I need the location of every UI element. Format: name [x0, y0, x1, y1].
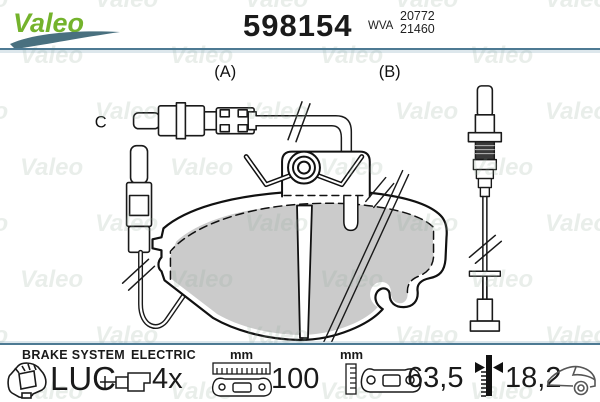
brake-pad-outline-icon	[360, 368, 422, 393]
cable-break-mark	[474, 240, 503, 265]
electric-label: ELECTRIC	[131, 348, 196, 362]
vertical-ruler-icon	[345, 363, 357, 395]
wear-sensor-vertical-right	[467, 85, 503, 332]
cable-break-mark	[121, 258, 150, 284]
pad-dashed-boundary	[169, 202, 435, 295]
width-value: 100	[271, 363, 320, 395]
header-bar: Valeo 598154 WVA 20772 21460	[0, 0, 600, 50]
wva-number-1: 20772	[400, 9, 435, 23]
height-unit: mm	[340, 347, 364, 362]
valeo-swoosh-icon	[10, 31, 120, 48]
horizontal-ruler-icon	[212, 362, 271, 375]
wva-label: WVA	[368, 20, 394, 32]
sensor-cable-horizontal	[251, 101, 353, 200]
sensor-cable-left	[121, 249, 214, 329]
thickness-value: 18,2	[505, 362, 562, 394]
pad-center-slot	[296, 204, 313, 339]
variant-label-b: (B)	[379, 63, 401, 81]
leader-line-b	[322, 169, 410, 342]
part-number: 598154	[243, 8, 353, 43]
sensor-label-c: C	[95, 114, 107, 132]
width-unit: mm	[230, 347, 254, 362]
height-value: 63,5	[407, 362, 464, 394]
brake-caliper-icon	[7, 362, 47, 399]
electric-value: 4x	[152, 363, 183, 395]
leader-break-mark	[373, 182, 395, 209]
wva-numbers: 20772 21460	[400, 10, 435, 36]
cable-break-mark	[468, 234, 497, 259]
legend-bar: BRAKE SYSTEM LUC ELECTRIC 4x mm	[0, 343, 600, 402]
cable-break-mark	[287, 101, 303, 141]
variant-label-a: (A)	[214, 63, 236, 81]
brake-pad-outline-icon	[211, 377, 273, 397]
technical-drawing: (A) (B) C	[95, 63, 503, 342]
wear-sensor-plug-icon	[100, 372, 151, 392]
cable-break-mark	[295, 103, 311, 143]
wva-number-2: 21460	[400, 22, 435, 36]
pad-spring-clip	[243, 150, 365, 188]
brake-pad-drawing	[151, 150, 448, 342]
wear-sensor-horizontal	[132, 102, 257, 140]
brake-system-label: BRAKE SYSTEM	[22, 348, 125, 362]
valeo-logo: Valeo	[10, 8, 120, 48]
cable-break-mark	[127, 265, 156, 291]
wear-sensor-vertical-left	[125, 144, 153, 254]
thickness-gauge-icon	[475, 355, 503, 397]
sensor-pocket	[343, 195, 359, 232]
leader-break-mark	[365, 176, 387, 203]
car-silhouette-icon	[547, 365, 596, 396]
